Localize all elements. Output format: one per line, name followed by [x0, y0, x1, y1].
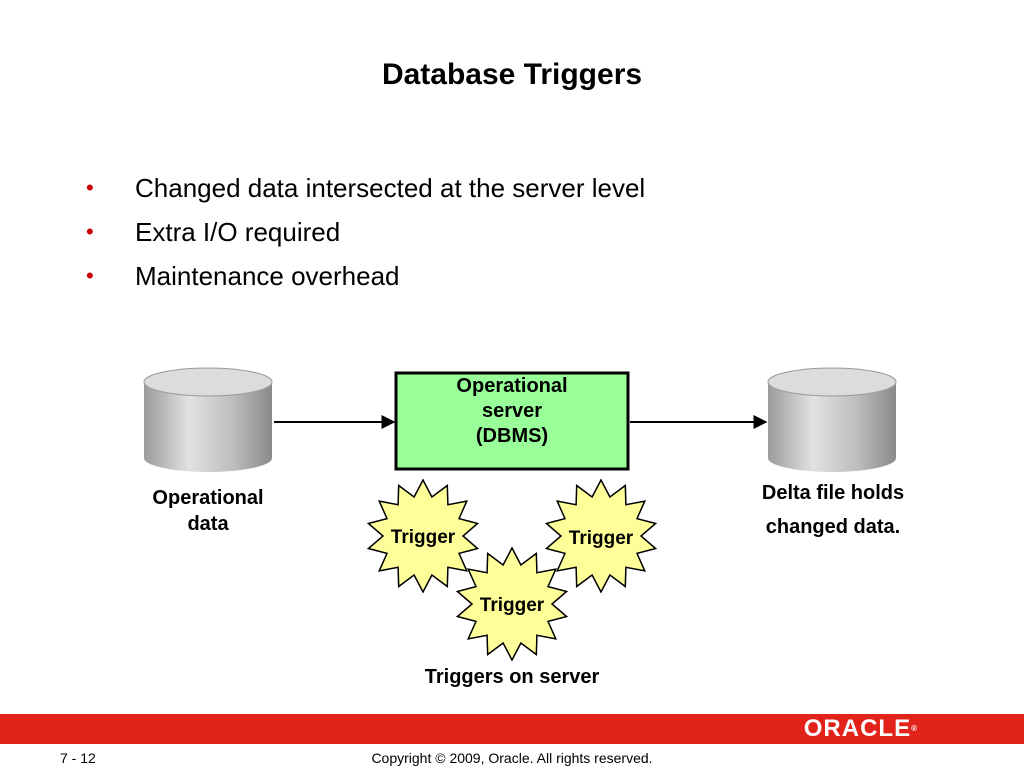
oracle-logo: ORACLE® — [803, 715, 918, 742]
delta-file-cylinder — [767, 367, 897, 472]
operational-server-box — [394, 371, 630, 471]
trigger-label-bottom: Trigger — [479, 595, 545, 616]
bullet-item: •Extra I/O required — [78, 210, 645, 254]
bullet-icon: • — [86, 219, 94, 244]
footer-bar — [0, 714, 1024, 744]
trigger-starburst-left — [366, 478, 480, 594]
bullet-item: •Changed data intersected at the server … — [78, 166, 645, 210]
delta-file-label: Delta file holds changed data. — [761, 482, 905, 538]
operational-server-label: Operational server (DBMS) — [456, 375, 568, 447]
copyright-notice: Copyright © 2009, Oracle. All rights res… — [371, 750, 653, 766]
bullet-item: •Maintenance overhead — [78, 254, 645, 298]
bullet-list: •Changed data intersected at the server … — [78, 166, 645, 298]
trigger-label-left: Trigger — [390, 527, 456, 548]
trigger-starburst-bottom — [455, 546, 569, 662]
operational-data-cylinder — [143, 367, 273, 472]
page-number: 7 - 12 — [60, 750, 96, 766]
slide-title: Database Triggers — [381, 58, 643, 91]
operational-data-label: Operational data — [152, 487, 264, 535]
bullet-icon: • — [86, 175, 94, 200]
trigger-starburst-right — [544, 478, 658, 594]
trigger-label-right: Trigger — [568, 528, 634, 549]
triggers-caption: Triggers on server — [424, 666, 600, 688]
bullet-icon: • — [86, 263, 94, 288]
